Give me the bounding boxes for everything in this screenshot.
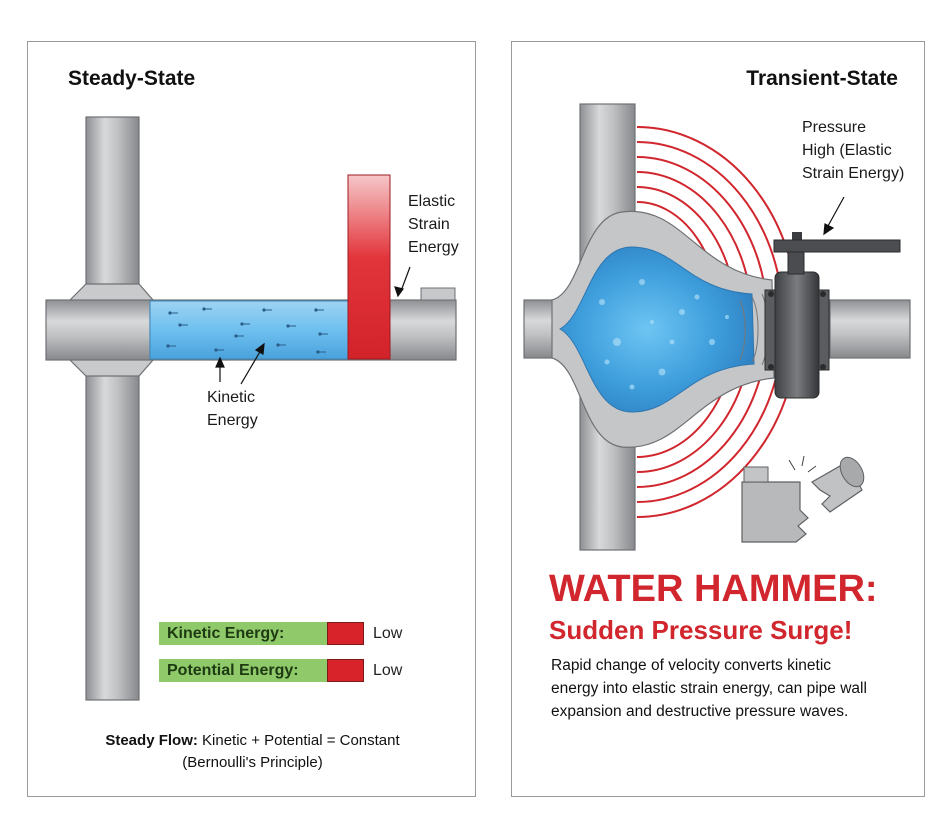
potential-energy-level-box [327, 659, 364, 682]
pipe-end-fitting [420, 287, 456, 301]
steady-state-title: Steady-State [68, 67, 196, 90]
pressure-label-line: Strain Energy) [802, 165, 905, 182]
water-hammer-description: Rapid change of velocity converts kineti… [551, 654, 867, 723]
kinetic-energy-level: Low [373, 624, 403, 642]
description-line: energy into elastic strain energy, can p… [551, 680, 867, 697]
elastic-strain-label-line: Strain [408, 216, 450, 233]
kinetic-energy-label: Kinetic Energy [207, 386, 258, 432]
transient-state-panel: Transient-State Pressure High (Elastic S… [511, 41, 925, 797]
water-hammer-headline: WATER HAMMER: [549, 568, 878, 610]
description-line: expansion and destructive pressure waves… [551, 703, 849, 720]
kinetic-label-line: Kinetic [207, 389, 256, 406]
steady-flow-caption: Steady Flow: Kinetic + Potential = Const… [48, 730, 457, 774]
vertical-pipe [85, 116, 140, 701]
broken-pipe [741, 455, 865, 543]
elastic-strain-label-line: Energy [408, 239, 459, 256]
transient-state-pipe-illustration [523, 103, 911, 551]
description-line: Rapid change of velocity converts kineti… [551, 657, 832, 674]
horizontal-pipe-left [45, 299, 154, 361]
kinetic-energy-meter: Kinetic Energy: Low [159, 622, 402, 645]
caption-equation: Kinetic + Potential = Constant [202, 732, 400, 749]
elastic-strain-label-line: Elastic [408, 193, 456, 210]
potential-energy-tag: Potential Energy: [159, 659, 327, 682]
caption-bold: Steady Flow: [105, 732, 198, 749]
pressurized-water [558, 246, 755, 413]
water-bubbles [599, 279, 729, 390]
pressure-surge-subheadline: Sudden Pressure Surge! [549, 615, 853, 645]
transient-state-title: Transient-State [746, 67, 898, 90]
steady-state-panel: Steady-State Elastic Strain Energy Kinet… [27, 41, 476, 797]
kinetic-energy-tag: Kinetic Energy: [159, 622, 327, 645]
kinetic-energy-level-box [327, 622, 364, 645]
caption-principle: (Bernoulli's Principle) [182, 754, 323, 771]
valve [764, 232, 901, 399]
steady-state-pipe-illustration [45, 116, 457, 701]
elastic-strain-column [347, 174, 391, 360]
potential-energy-level: Low [373, 661, 403, 679]
pressure-high-label: Pressure High (Elastic Strain Energy) [802, 116, 904, 185]
pressure-arrow [823, 196, 845, 236]
horizontal-pipe-right [829, 299, 911, 359]
pressure-label-line: Pressure [802, 119, 867, 136]
kinetic-label-line: Energy [207, 412, 258, 429]
pressure-label-line: High (Elastic [802, 142, 892, 159]
potential-energy-meter: Potential Energy: Low [159, 659, 402, 682]
elastic-strain-label: Elastic Strain Energy [408, 190, 459, 259]
label-arrows [215, 266, 411, 385]
